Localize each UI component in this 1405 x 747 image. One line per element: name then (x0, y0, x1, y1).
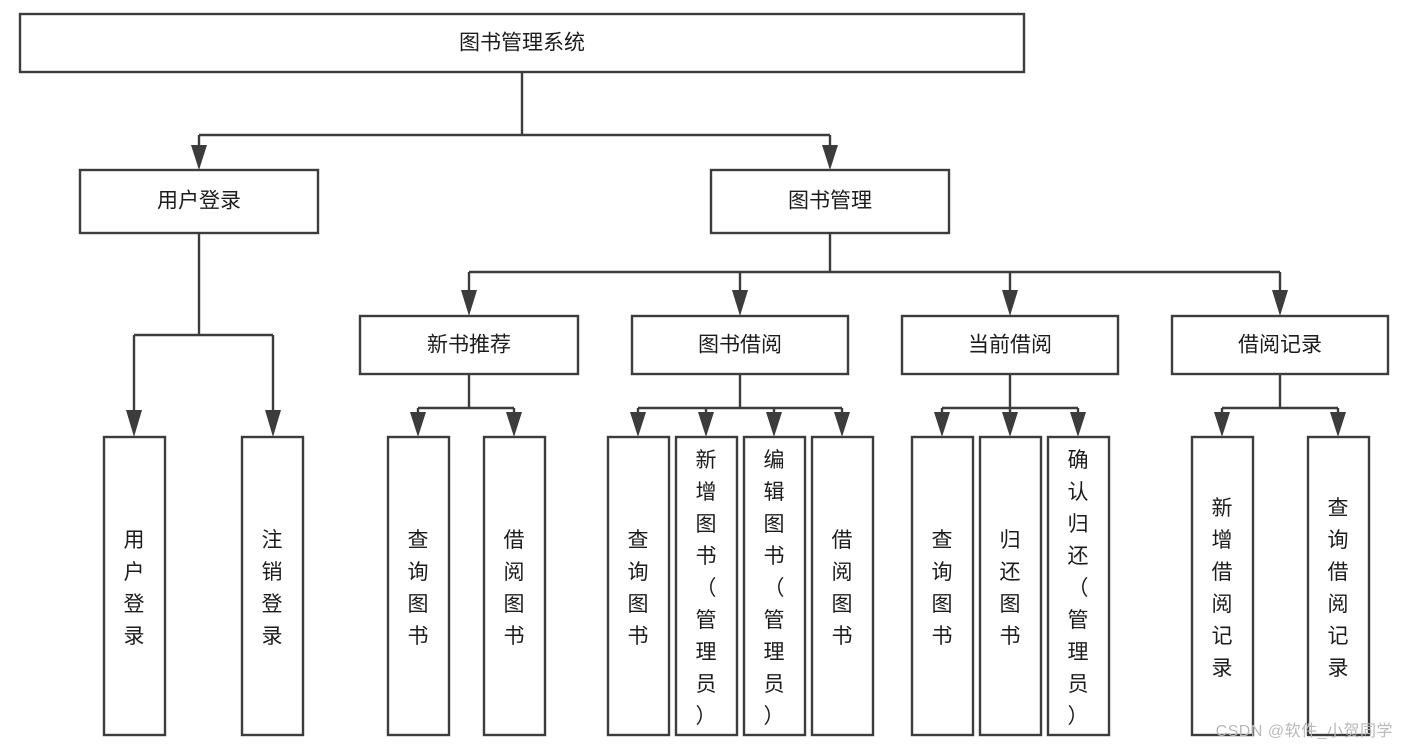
arrowhead-leaf-add-book (698, 412, 714, 437)
arrowhead-leaf-add-record (1214, 412, 1230, 437)
node-leaf-user-login-box[interactable] (102, 435, 167, 737)
arrowhead-leaf-query-book-1 (410, 412, 426, 437)
node-leaf-borrow-book-2-label: 借阅图书 (832, 529, 853, 648)
node-book-manage-label: 图书管理 (788, 190, 872, 213)
node-leaf-add-record-box[interactable] (1190, 435, 1255, 737)
node-leaf-add-book-label: 新增图书（管理员） (696, 449, 717, 728)
node-current-borrow-box[interactable] (900, 314, 1120, 376)
node-book-borrow[interactable]: 图书借阅 (630, 314, 850, 376)
connector-group-root (191, 72, 838, 170)
node-leaf-add-record-label: 新增借阅记录 (1212, 497, 1233, 680)
connector-group-book-manage (461, 233, 1288, 316)
node-leaf-query-record-box[interactable] (1306, 435, 1371, 737)
node-leaf-query-book-2-box[interactable] (606, 435, 671, 737)
arrowhead-borrow-record (1272, 290, 1288, 316)
node-leaf-query-book-1-box[interactable] (386, 435, 451, 737)
node-borrow-record-box[interactable] (1170, 314, 1390, 376)
csdn-watermark: CSDN @软件_小贺同学 (1215, 723, 1393, 740)
node-borrow-record-label: 借阅记录 (1238, 334, 1322, 357)
arrowhead-leaf-borrow-book-2 (834, 412, 850, 437)
node-borrow-record[interactable]: 借阅记录 (1170, 314, 1390, 376)
node-root-box[interactable] (18, 12, 1026, 74)
node-leaf-borrow-book-1-box[interactable] (482, 435, 547, 737)
node-leaf-borrow-book-2-box[interactable] (810, 435, 875, 737)
node-leaf-user-logout-label: 注销登录 (262, 529, 283, 648)
node-leaf-confirm-return-label: 确认归还（管理员） (1068, 449, 1089, 728)
connector-group-book-borrow (630, 374, 850, 437)
connector-group-borrow-record (1214, 374, 1346, 437)
connector-group-user-login (126, 233, 281, 437)
node-new-book-rec-box[interactable] (358, 314, 580, 376)
node-leaf-user-login-label: 用户登录 (124, 529, 145, 648)
arrowhead-leaf-query-book-2 (630, 412, 646, 437)
connector-group-current-borrow (934, 374, 1086, 437)
node-leaf-borrow-book-1-label: 借阅图书 (504, 529, 525, 648)
node-leaf-query-book-3[interactable]: 查询图书 (910, 435, 975, 737)
arrowhead-leaf-query-book-3 (934, 412, 950, 437)
node-root[interactable]: 图书管理系统 (18, 12, 1026, 74)
node-user-login-box[interactable] (78, 168, 320, 235)
node-leaf-edit-book-label: 编辑图书（管理员） (764, 449, 785, 728)
arrowhead-leaf-query-record (1330, 412, 1346, 437)
node-leaf-user-logout-box[interactable] (240, 435, 305, 737)
node-leaf-return-book[interactable]: 归还图书 (978, 435, 1043, 737)
arrowhead-leaf-borrow-book-1 (506, 412, 522, 437)
node-book-borrow-box[interactable] (630, 314, 850, 376)
node-leaf-borrow-book-2[interactable]: 借阅图书 (810, 435, 875, 737)
arrowhead-leaf-user-login (126, 410, 142, 437)
node-current-borrow-label: 当前借阅 (968, 334, 1052, 357)
node-leaf-confirm-return-box[interactable] (1046, 435, 1111, 737)
node-leaf-query-book-1-label: 查询图书 (408, 529, 429, 648)
node-book-borrow-label: 图书借阅 (698, 334, 782, 357)
node-leaf-return-book-label: 归还图书 (1000, 529, 1021, 648)
node-leaf-add-record[interactable]: 新增借阅记录 (1190, 435, 1255, 737)
node-leaf-edit-book[interactable]: 编辑图书（管理员） (742, 435, 807, 737)
node-leaf-add-book[interactable]: 新增图书（管理员） (674, 435, 739, 737)
node-user-login-label: 用户登录 (157, 190, 241, 213)
node-new-book-rec[interactable]: 新书推荐 (358, 314, 580, 376)
node-book-manage[interactable]: 图书管理 (709, 168, 951, 235)
node-leaf-edit-book-box[interactable] (742, 435, 807, 737)
node-current-borrow[interactable]: 当前借阅 (900, 314, 1120, 376)
node-leaf-return-book-box[interactable] (978, 435, 1043, 737)
arrowhead-user-login (191, 145, 207, 170)
node-book-manage-box[interactable] (709, 168, 951, 235)
node-leaf-confirm-return[interactable]: 确认归还（管理员） (1046, 435, 1111, 737)
node-leaf-user-login[interactable]: 用户登录 (102, 435, 167, 737)
arrowhead-leaf-confirm-return (1070, 412, 1086, 437)
node-leaf-query-book-3-box[interactable] (910, 435, 975, 737)
arrowhead-leaf-user-logout (265, 410, 281, 437)
arrowhead-current-borrow (1002, 290, 1018, 316)
node-new-book-rec-label: 新书推荐 (427, 334, 511, 357)
node-leaf-query-record[interactable]: 查询借阅记录 (1306, 435, 1371, 737)
node-leaf-query-book-1[interactable]: 查询图书 (386, 435, 451, 737)
node-leaf-query-book-2-label: 查询图书 (628, 529, 649, 648)
arrowhead-leaf-edit-book (766, 412, 782, 437)
node-leaf-query-book-2[interactable]: 查询图书 (606, 435, 671, 737)
node-leaf-add-book-box[interactable] (674, 435, 739, 737)
connector-group-new-book-rec (410, 374, 522, 437)
arrowhead-book-manage (822, 145, 838, 170)
node-root-label: 图书管理系统 (459, 32, 585, 55)
node-leaf-query-record-label: 查询借阅记录 (1328, 497, 1349, 680)
node-leaf-query-book-3-label: 查询图书 (932, 529, 953, 648)
node-user-login[interactable]: 用户登录 (78, 168, 320, 235)
node-leaf-user-logout[interactable]: 注销登录 (240, 435, 305, 737)
arrowhead-new-book-rec (461, 290, 477, 316)
node-leaf-borrow-book-1[interactable]: 借阅图书 (482, 435, 547, 737)
arrowhead-book-borrow (732, 290, 748, 316)
arrowhead-leaf-return-book (1002, 412, 1018, 437)
